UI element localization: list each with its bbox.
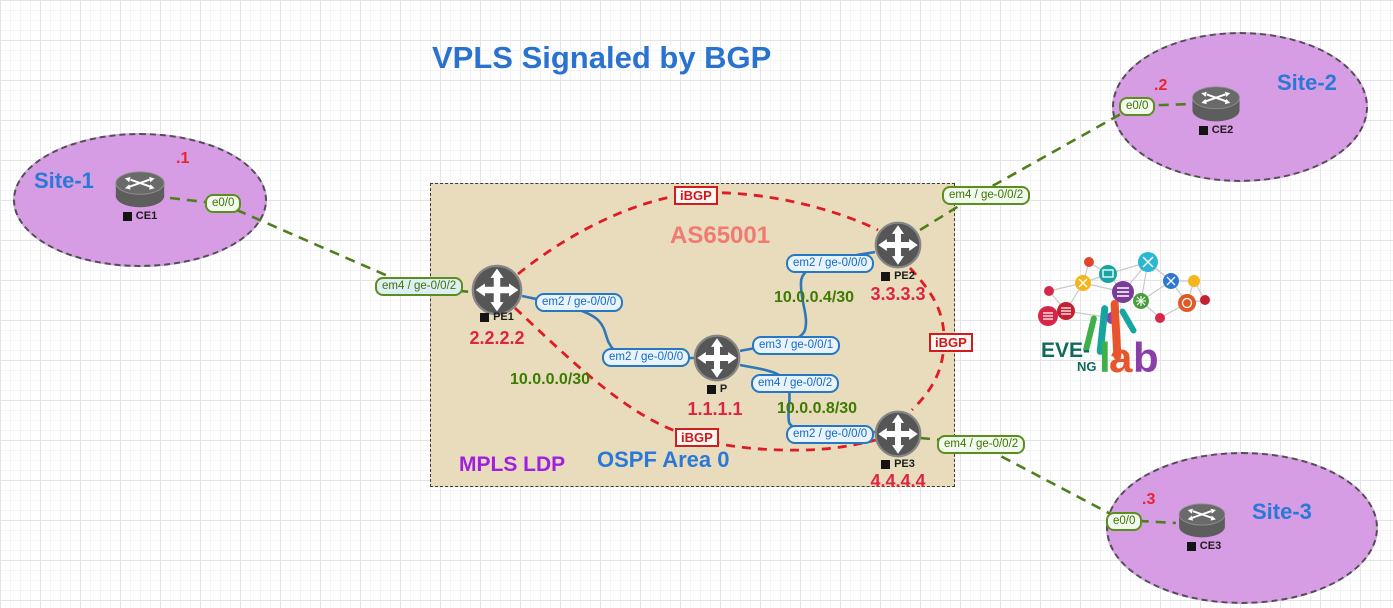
logo-wordmark: EVE- NG l a b	[1041, 334, 1159, 381]
router-icon-pe2[interactable]	[874, 221, 922, 269]
node-square-icon	[1186, 541, 1196, 551]
ce3-port-pill: e0/0	[1106, 512, 1143, 532]
pe2-name-label: PE2	[858, 270, 938, 282]
p-port-to-pe1-pill: em2 / ge-0/0/0	[602, 348, 691, 368]
ce1-name-label: CE1	[100, 210, 180, 222]
site-3-ellipse	[1106, 452, 1378, 604]
ibgp-badge-pe1-pe3: iBGP	[675, 428, 719, 447]
pe1-name-label: PE1	[457, 311, 537, 323]
node-square-icon	[706, 384, 716, 394]
node-square-icon	[881, 271, 891, 281]
mpls-ldp-label: MPLS LDP	[459, 453, 566, 476]
router-icon-pe3[interactable]	[874, 410, 922, 458]
ce2-name-label: CE2	[1176, 124, 1256, 136]
logo-eve-text: EVE-	[1041, 339, 1090, 362]
ibgp-badge-pe1-pe2: iBGP	[674, 186, 718, 205]
eve-ng-lab-logo: EVE- NG l a b	[1038, 252, 1210, 381]
pe2-core-port-pill: em2 / ge-0/0/0	[786, 254, 875, 274]
pe2-access-port-pill: em4 / ge-0/0/2	[942, 186, 1031, 206]
page-title: VPLS Signaled by BGP	[432, 40, 772, 75]
router-icon-ce2[interactable]	[1190, 86, 1242, 123]
pe1-core-port-pill: em2 / ge-0/0/0	[535, 293, 624, 313]
pe1-access-port-pill: em4 / ge-0/0/2	[375, 277, 464, 297]
logo-lab-a: a	[1109, 334, 1133, 381]
subnet-pe1-p: 10.0.0.0/30	[510, 371, 591, 388]
p-port-to-pe2-pill: em3 / ge-0/0/1	[752, 336, 841, 356]
as-number-label: AS65001	[670, 222, 771, 249]
logo-tree-trunk	[1083, 300, 1137, 360]
subnet-p-pe3: 10.0.0.8/30	[777, 400, 858, 417]
router-icon-p[interactable]	[693, 334, 741, 382]
router-icon-ce3[interactable]	[1177, 503, 1227, 539]
node-square-icon	[480, 312, 490, 322]
pe3-name-label: PE3	[858, 458, 938, 470]
pe2-loopback: 3.3.3.3	[870, 284, 926, 304]
pe1-loopback: 2.2.2.2	[469, 328, 525, 348]
node-square-icon	[881, 459, 891, 469]
ce2-port-pill: e0/0	[1119, 97, 1156, 117]
pe3-access-port-pill: em4 / ge-0/0/2	[937, 435, 1026, 455]
logo-lab-l: l	[1099, 334, 1111, 381]
site-1-label: Site-1	[34, 168, 94, 193]
ospf-area-label: OSPF Area 0	[597, 447, 730, 472]
node-square-icon	[1198, 125, 1208, 135]
ce3-name-label: CE3	[1164, 540, 1244, 552]
pe3-core-port-pill: em2 / ge-0/0/0	[786, 425, 875, 445]
router-icon-ce1[interactable]	[113, 171, 167, 209]
logo-tree-nodes	[1038, 252, 1210, 326]
subnet-p-pe2: 10.0.0.4/30	[774, 289, 855, 306]
p-port-to-pe3-pill: em4 / ge-0/0/2	[751, 374, 840, 394]
p-loopback: 1.1.1.1	[687, 399, 743, 419]
ibgp-badge-pe2-pe3: iBGP	[929, 333, 973, 352]
pe3-loopback: 4.4.4.4	[870, 471, 926, 491]
site-3-label: Site-3	[1252, 499, 1312, 524]
logo-ng-text: NG	[1077, 359, 1097, 374]
site-3-ip-suffix: .3	[1142, 491, 1156, 508]
site-2-label: Site-2	[1277, 70, 1337, 95]
site-2-ip-suffix: .2	[1154, 77, 1168, 94]
logo-lab-b: b	[1133, 334, 1159, 381]
ce1-port-pill: e0/0	[205, 194, 242, 214]
site-1-ip-suffix: .1	[176, 150, 190, 167]
node-square-icon	[122, 211, 132, 221]
router-icon-pe1[interactable]	[471, 264, 523, 316]
p-name-label: P	[677, 383, 757, 395]
